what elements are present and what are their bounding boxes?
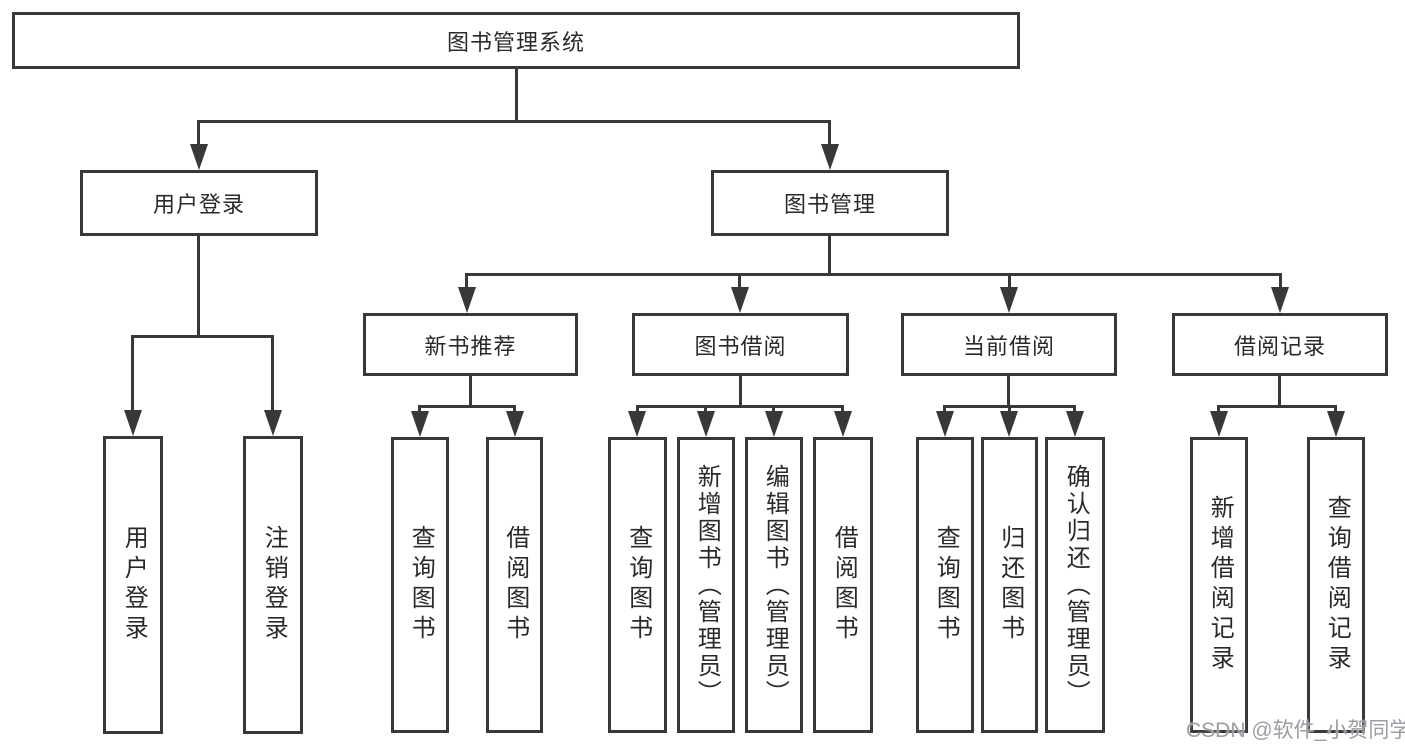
connector-line [1217,405,1337,408]
arrow-down-icon [731,287,749,313]
connector-line [772,405,775,413]
node-library-system-label: 图书管理系统 [446,29,585,55]
leaf-borrow-query-books: 查询图书 [608,437,667,733]
arrow-down-icon [1210,411,1228,437]
connector-line [1279,273,1282,289]
arrow-down-icon [411,411,429,437]
leaf-newbook-query-books-label: 查询图书 [407,525,435,645]
arrow-down-icon [936,411,954,437]
node-borrow-records-label: 借阅记录 [1233,333,1326,359]
connector-line [197,234,200,338]
arrow-down-icon [697,411,715,437]
leaf-borrow-edit-books-admin-label: 编辑图书（管理员） [761,463,789,707]
leaf-records-query-borrow-record-label: 查询借阅记录 [1323,495,1351,675]
arrow-down-icon [506,411,524,437]
connector-line [131,335,274,338]
connector-line [1073,405,1076,413]
connector-line [828,234,831,276]
leaf-newbook-borrow-books-label: 借阅图书 [501,525,529,645]
node-new-book-recommend: 新书推荐 [363,313,578,376]
connector-line [131,335,134,412]
node-book-borrow-label: 图书借阅 [694,333,787,359]
connector-line [197,120,831,123]
leaf-current-confirm-return-admin: 确认归还（管理员） [1045,437,1105,733]
connector-line [513,405,516,413]
connector-line [704,405,707,413]
leaf-current-confirm-return-admin-label: 确认归还（管理员） [1062,463,1090,707]
leaf-current-query-books: 查询图书 [916,437,974,733]
connector-line [465,273,468,289]
leaf-records-add-borrow-record: 新增借阅记录 [1190,437,1248,733]
connector-line [1217,405,1220,413]
arrow-down-icon [821,144,839,170]
leaf-current-query-books-label: 查询图书 [932,525,960,645]
arrow-down-icon [458,287,476,313]
arrow-down-icon [1000,287,1018,313]
leaf-newbook-query-books: 查询图书 [391,437,449,733]
leaf-current-return-books: 归还图书 [981,437,1038,733]
node-new-book-recommend-label: 新书推荐 [424,333,517,359]
csdn-watermark: CSDN @软件_小贺同学 [1186,719,1405,742]
node-borrow-records: 借阅记录 [1172,313,1388,376]
leaf-user-login: 用户登录 [103,436,163,734]
leaf-records-query-borrow-record: 查询借阅记录 [1307,437,1365,733]
arrow-down-icon [765,411,783,437]
node-book-borrow: 图书借阅 [632,313,849,376]
connector-line [418,405,421,413]
leaf-current-return-books-label: 归还图书 [996,525,1024,645]
node-book-management: 图书管理 [711,170,949,236]
leaf-borrow-add-books-admin: 新增图书（管理员） [677,437,735,733]
connector-line [1007,374,1010,408]
connector-line [1008,405,1011,413]
leaf-logout-login: 注销登录 [243,436,303,734]
node-user-login-branch-label: 用户登录 [152,192,245,217]
leaf-borrow-query-books-label: 查询图书 [624,525,652,645]
arrow-down-icon [124,410,142,436]
connector-line [943,405,946,413]
connector-line [271,335,274,412]
connector-line [841,405,844,413]
connector-line [636,405,844,408]
connector-line [739,374,742,408]
arrow-down-icon [264,410,282,436]
connector-line [469,374,472,408]
connector-line [465,273,1282,276]
leaf-logout-login-label: 注销登录 [260,525,288,645]
leaf-borrow-add-books-admin-label: 新增图书（管理员） [693,463,721,707]
connector-line [197,120,200,148]
node-user-login-branch: 用户登录 [80,170,318,236]
connector-line [1334,405,1337,413]
arrow-down-icon [190,144,208,170]
connector-line [828,120,831,148]
leaf-records-add-borrow-record-label: 新增借阅记录 [1206,495,1234,675]
arrow-down-icon [1327,411,1345,437]
leaf-borrow-edit-books-admin: 编辑图书（管理员） [745,437,803,733]
node-book-management-label: 图书管理 [783,192,876,217]
connector-line [1278,374,1281,408]
arrow-down-icon [1271,287,1289,313]
arrow-down-icon [628,411,646,437]
arrow-down-icon [1000,411,1018,437]
arrow-down-icon [1066,411,1084,437]
leaf-borrow-borrow-books: 借阅图书 [813,437,873,733]
connector-line [738,273,741,289]
node-current-borrow: 当前借阅 [901,313,1117,376]
leaf-user-login-label: 用户登录 [120,525,148,645]
leaf-newbook-borrow-books: 借阅图书 [486,437,543,733]
arrow-down-icon [834,411,852,437]
connector-line [418,405,516,408]
leaf-borrow-borrow-books-label: 借阅图书 [830,525,858,645]
connector-line [1008,273,1011,289]
connector-line [515,69,518,123]
node-current-borrow-label: 当前借阅 [962,333,1055,359]
node-library-system: 图书管理系统 [12,12,1020,69]
connector-line [636,405,639,413]
